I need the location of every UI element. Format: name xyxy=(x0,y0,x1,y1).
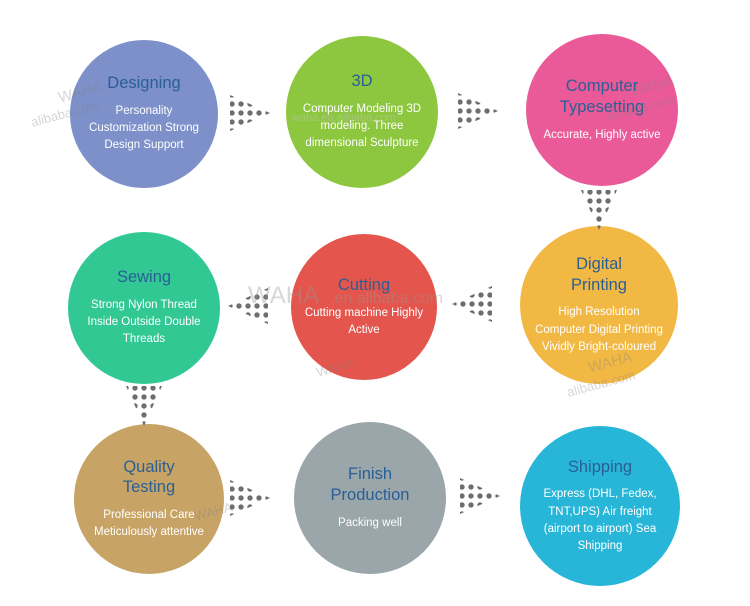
arrow-right-icon xyxy=(230,480,270,516)
step-title: Finish Production xyxy=(330,465,410,504)
arrow-right-icon xyxy=(458,93,498,129)
step-subtitle: Express (DHL, Fedex, TNT,UPS) Air freigh… xyxy=(543,488,657,553)
step-shipping: Shipping Express (DHL, Fedex, TNT,UPS) A… xyxy=(520,426,680,586)
step-title: Shipping xyxy=(567,457,633,476)
step-quality-testing: Quality Testing Professional Care Meticu… xyxy=(74,424,224,574)
step-title: 3D xyxy=(351,72,373,91)
step-subtitle: Cutting machine Highly Active xyxy=(304,306,424,336)
step-subtitle: Accurate, Highly active xyxy=(543,128,661,141)
step-cutting: Cutting Cutting machine Highly Active xyxy=(291,234,437,380)
arrow-down-icon xyxy=(126,386,162,426)
step-subtitle: Computer Modeling 3D modeling. Three dim… xyxy=(302,102,422,150)
step-title: Computer Typesetting xyxy=(559,77,645,116)
step-subtitle: Strong Nylon Thread Inside Outside Doubl… xyxy=(87,298,201,346)
step-title: Digital Printing xyxy=(571,255,627,294)
step-designing: Designing Personality Customization Stro… xyxy=(70,40,218,188)
step-title: Sewing xyxy=(116,268,172,287)
arrow-left-icon xyxy=(228,288,268,324)
step-finish-production: Finish Production Packing well xyxy=(294,422,446,574)
step-subtitle: Professional Care Meticulously attentive xyxy=(94,508,204,539)
arrow-left-icon xyxy=(452,286,492,322)
step-sewing: Sewing Strong Nylon Thread Inside Outsid… xyxy=(68,232,220,384)
arrow-right-icon xyxy=(230,95,270,131)
step-title: Cutting xyxy=(337,275,391,294)
step-computer-typesetting: Computer Typesetting Accurate, Highly ac… xyxy=(526,34,678,186)
step-subtitle: High Resolution Computer Digital Printin… xyxy=(535,306,663,353)
arrow-down-icon xyxy=(581,190,617,230)
step-3d: 3D Computer Modeling 3D modeling. Three … xyxy=(286,36,438,188)
arrow-right-icon xyxy=(460,478,500,514)
step-title: Designing xyxy=(107,74,181,93)
step-digital-printing: Digital Printing High Resolution Compute… xyxy=(520,226,678,384)
step-subtitle: Packing well xyxy=(338,516,402,529)
step-title: Quality Testing xyxy=(122,457,176,497)
step-subtitle: Personality Customization Strong Design … xyxy=(89,104,199,152)
